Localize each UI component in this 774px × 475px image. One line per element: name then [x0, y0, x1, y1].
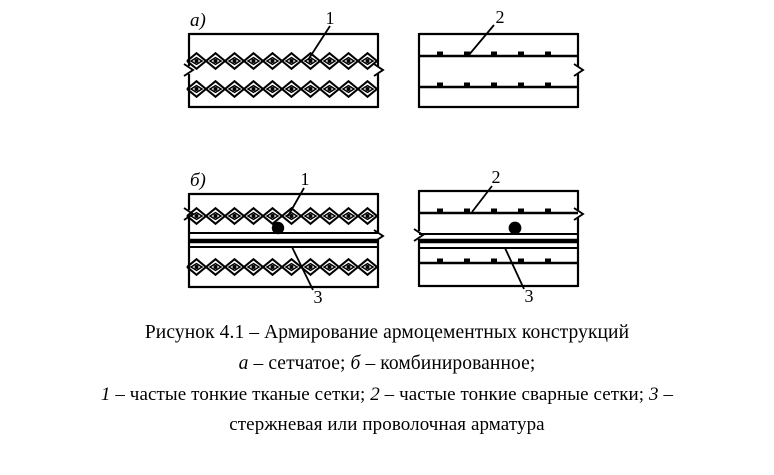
caption-item-3-dash: – — [658, 384, 674, 405]
callout-leader-3-panel-b-right — [504, 247, 525, 290]
caption-legend-line: 1 – частые тонкие тканые сетки; 2 – част… — [0, 379, 774, 410]
callout-leader-1-panel-a-left — [307, 25, 331, 61]
panel-b-right-break-mark-right — [573, 207, 585, 221]
caption-part-b-symbol: б — [350, 353, 361, 374]
caption-item-1-desc: – частые тонкие тканые сетки; — [110, 384, 371, 405]
caption-title-line: Рисунок 4.1 – Армирование армоцементных … — [144, 322, 630, 343]
caption-item-2-symbol: 2 — [370, 384, 380, 405]
panel-a-left-break-mark-left — [183, 63, 195, 77]
callout-label-2-panel-a-right: 2 — [496, 7, 505, 27]
panel-a-left-break-mark-right — [373, 63, 385, 77]
panel-a-right-welded-nodes-upper — [437, 51, 551, 57]
panel-b-left-rebar-dot — [271, 221, 285, 235]
caption-item-3-symbol: 3 — [649, 384, 659, 405]
panel-b-right-center-bar — [419, 233, 578, 249]
panel-b-left: б) — [183, 169, 385, 307]
panel-label-b: б) — [190, 170, 206, 191]
caption-part-a-symbol: а — [238, 353, 249, 374]
caption-item-2-desc: – частые тонкие сварные сетки; — [379, 384, 650, 405]
panel-b-right-welded-nodes-upper — [437, 208, 551, 214]
panel-b-left-woven-layer-lower — [185, 258, 379, 276]
panel-label-a: а) — [190, 10, 206, 31]
reinforcement-diagrams-svg: а) — [183, 7, 585, 307]
panel-a-left-woven-layer-upper — [185, 52, 379, 70]
panel-a-right-welded-nodes-lower — [437, 82, 551, 88]
callout-leader-1-panel-b-left — [287, 187, 305, 217]
caption-part-b-desc: – комбинированное; — [360, 353, 536, 374]
callout-leader-3-panel-b-left — [291, 246, 314, 291]
caption-item-1-symbol: 1 — [100, 384, 111, 405]
caption-legend-continuation: стержневая или проволочная арматура — [229, 414, 545, 435]
panel-b-left-woven-layer-upper — [185, 207, 379, 225]
panel-a-left-woven-layer-lower — [185, 80, 379, 98]
callout-label-2-panel-b-right: 2 — [492, 167, 501, 187]
figure-caption: Рисунок 4.1 – Армирование армоцементных … — [0, 312, 774, 440]
panel-b-right-welded-nodes-lower — [437, 258, 551, 264]
callout-label-3-panel-b-left: 3 — [314, 287, 323, 307]
caption-parts-line: а – сетчатое; б – комбинированное; — [0, 348, 774, 379]
panel-b-right-rebar-dot — [508, 221, 522, 235]
panel-a-left: а) — [183, 8, 385, 109]
panel-b-right: 2 3 — [413, 167, 585, 306]
caption-part-a-desc: – сетчатое; — [248, 353, 351, 374]
panel-a-right: 2 — [417, 7, 585, 109]
callout-leader-2-panel-b-right — [471, 185, 493, 213]
callout-label-1-panel-b-left: 1 — [301, 169, 310, 189]
panel-a-right-break-mark-right — [573, 63, 585, 77]
diagram-area: а) — [183, 7, 585, 307]
callout-label-1-panel-a-left: 1 — [326, 8, 335, 28]
panel-b-left-center-bar — [189, 232, 378, 248]
callout-label-3-panel-b-right: 3 — [525, 286, 534, 306]
callout-leader-2-panel-a-right — [467, 24, 495, 57]
